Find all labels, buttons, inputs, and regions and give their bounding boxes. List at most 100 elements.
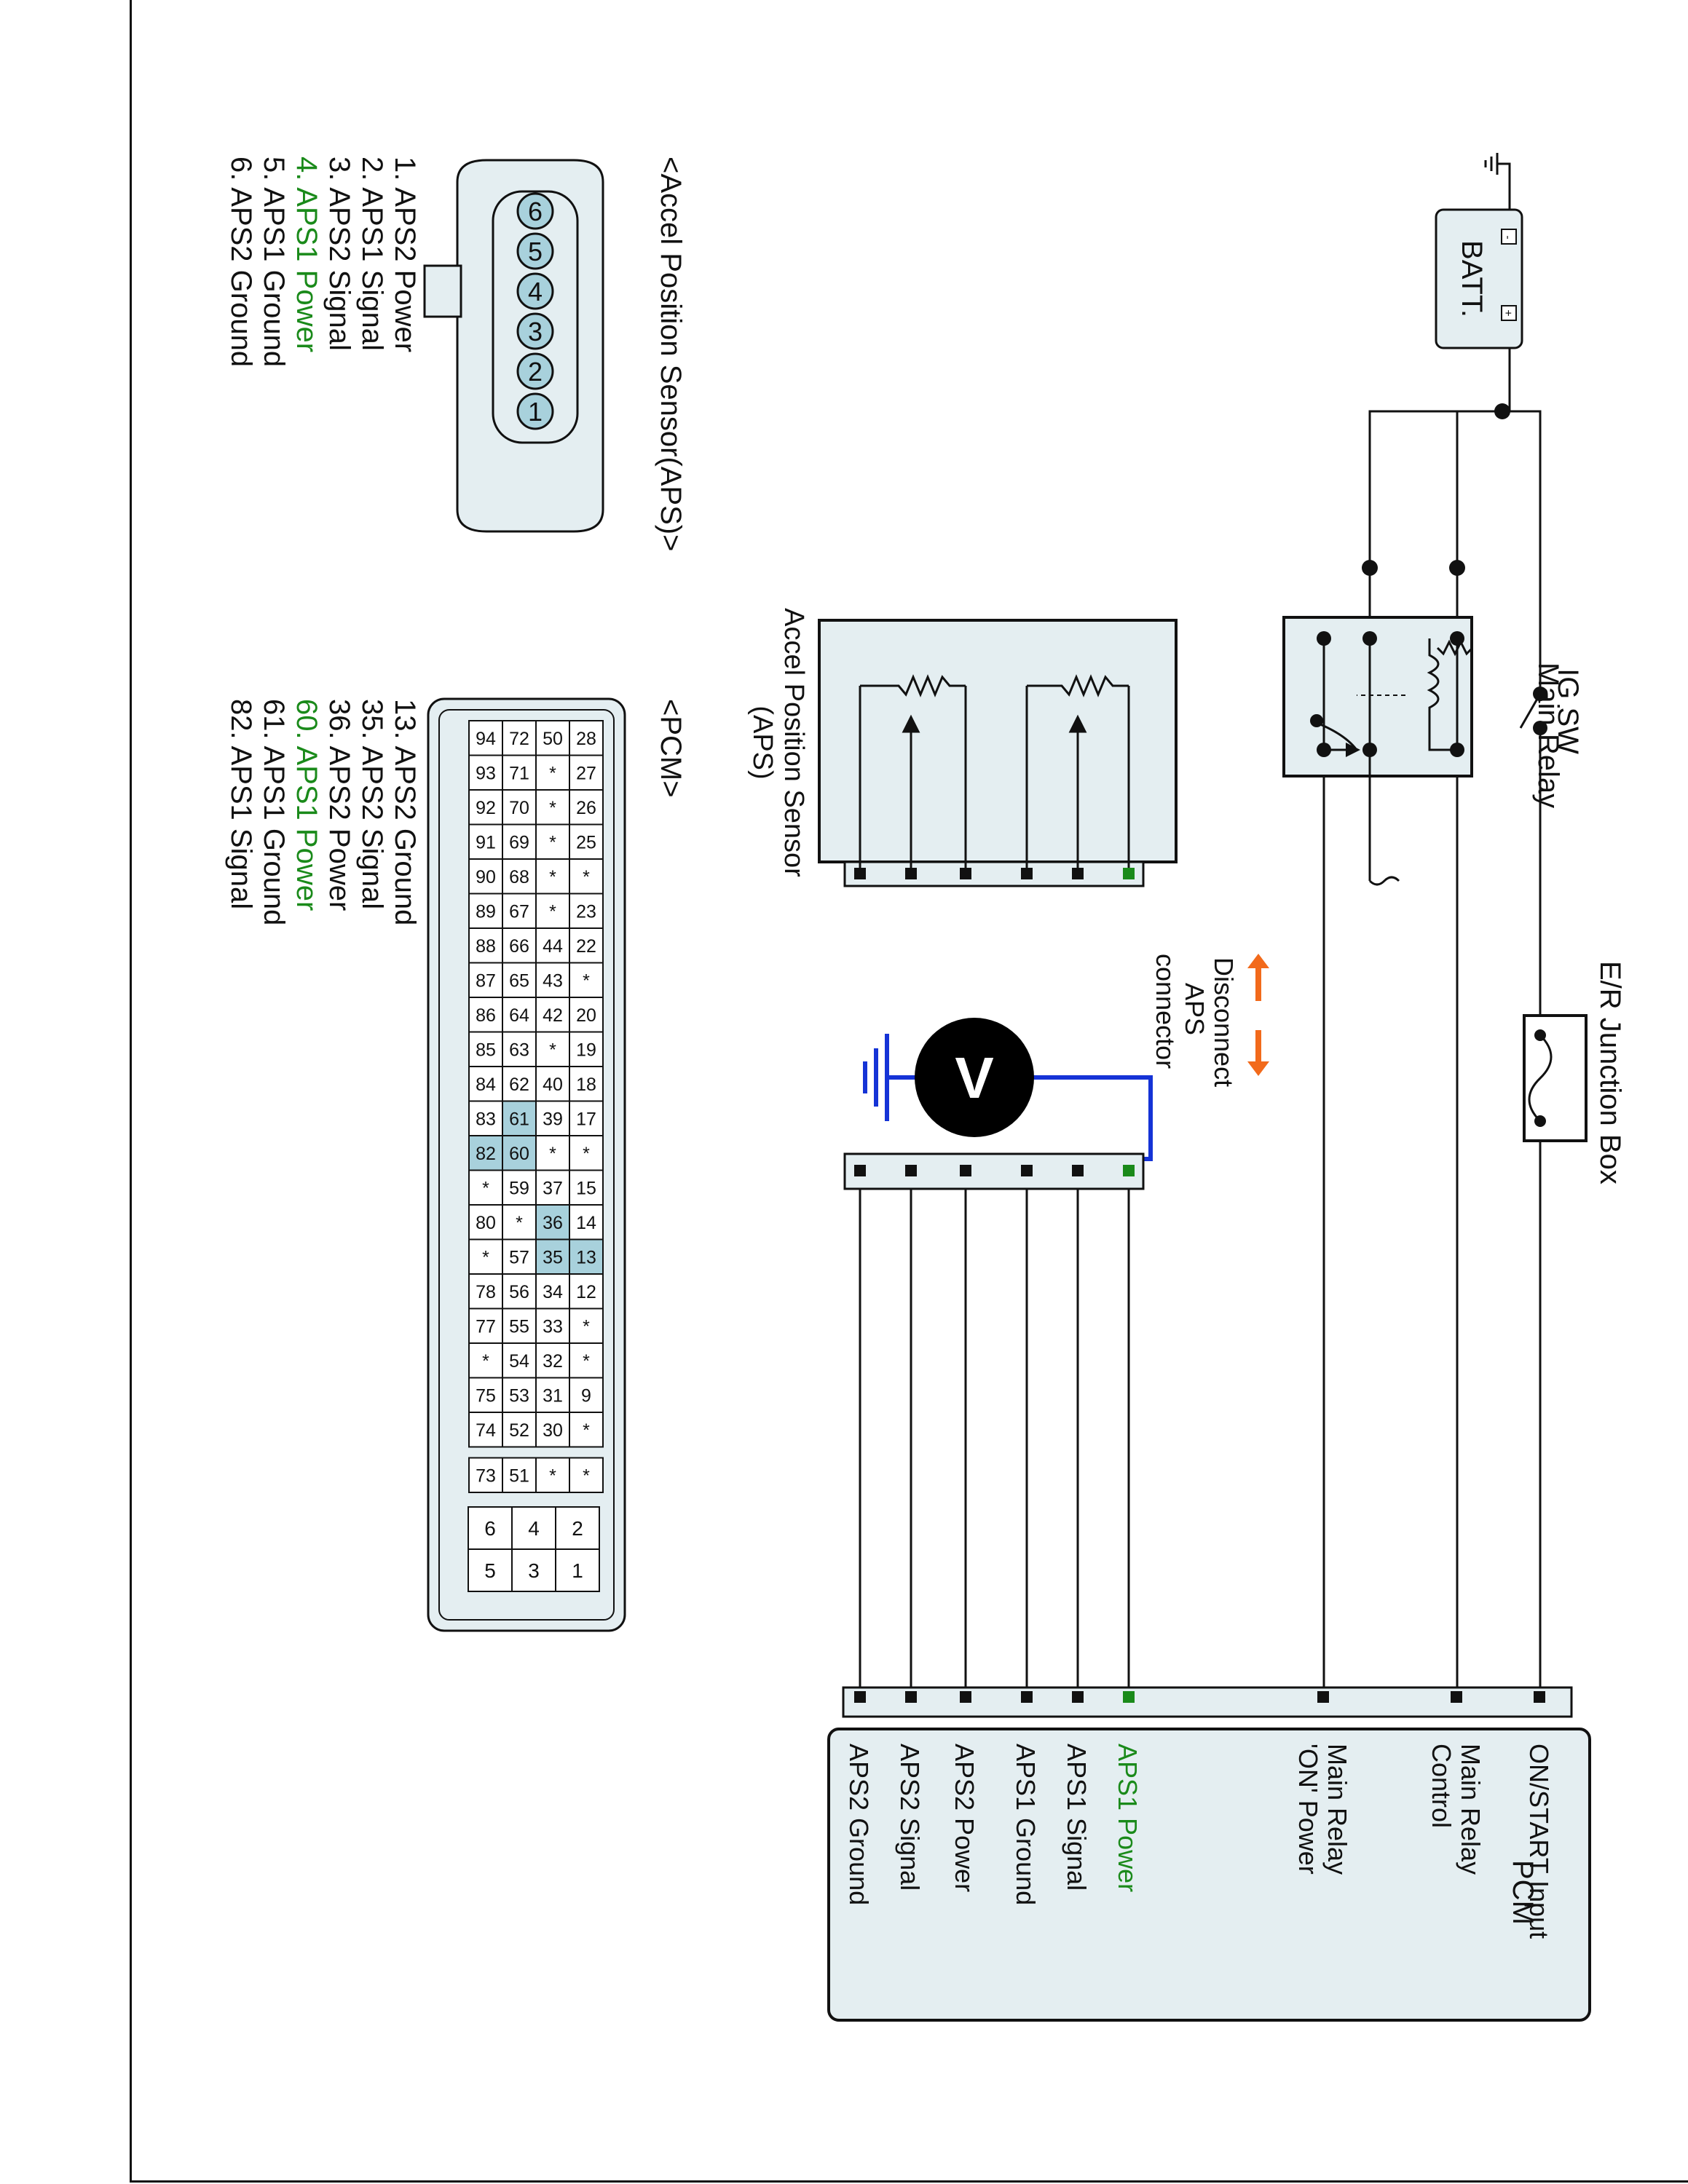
pcm-pin-number: * <box>583 1144 590 1164</box>
pcm-pin-number: 69 <box>509 832 529 852</box>
pcm-pin-number: 22 <box>576 936 596 957</box>
pcm-pin-grid: 94939291908988878685848382*80*7877*75747… <box>468 720 604 1592</box>
pcm-pin-number: 84 <box>476 1075 496 1095</box>
pcm-pin-number: 19 <box>576 1040 596 1060</box>
junction-dots <box>1362 403 1510 576</box>
pcm-pin-number: * <box>549 1040 556 1060</box>
pcm-pin-number: 61 <box>509 1109 529 1129</box>
pcm-terminal-label: APS1 Ground <box>1011 1744 1041 1905</box>
pcm-pin-number: * <box>482 1178 489 1198</box>
aps-connector-pin-number: 3 <box>528 317 543 347</box>
aps-legend-item: 5. APS1 Ground <box>258 157 290 367</box>
relay-coil-feed-wire <box>1456 410 1502 568</box>
aps-harness-connector <box>843 1152 1145 1190</box>
pcm-legend-item: 13. APS2 Ground <box>389 699 421 925</box>
voltmeter-label: V <box>955 1045 993 1110</box>
pcm-pin-number: * <box>583 1465 590 1486</box>
pcm-pin-number: 53 <box>509 1385 529 1406</box>
arrow-left-icon <box>1247 954 1269 968</box>
pcm-pin-number: 27 <box>576 763 596 783</box>
pcm-pin-number: 64 <box>509 1005 529 1026</box>
pcm-pin-number: 13 <box>576 1247 596 1267</box>
pcm-pin-number: 44 <box>543 936 563 957</box>
disconnect-note-line2: APS <box>1180 983 1210 1035</box>
pcm-pin-number: 50 <box>543 729 563 749</box>
pcm-pin-number: 35 <box>543 1247 563 1267</box>
main-relay-label: Main Relay <box>1532 662 1564 808</box>
disconnect-arrows: Disconnect APS connector <box>1151 954 1269 1087</box>
aps-connector-pin <box>516 272 554 310</box>
pcm-terminal-label: APS2 Power <box>950 1744 979 1892</box>
main-relay: Main Relay <box>1282 616 1564 808</box>
pcm-pin-number: 62 <box>509 1075 529 1095</box>
pcm-pin-number: 36 <box>543 1213 563 1233</box>
aps-connector-pin-number: 2 <box>528 357 543 387</box>
pcm-terminal-label: APS2 Signal <box>895 1744 925 1891</box>
pcm-pin-number: * <box>549 763 556 783</box>
pcm-terminal-label: ON/START Input <box>1524 1744 1554 1939</box>
aps-sensor-box: Accel Position Sensor (APS) <box>747 608 1178 887</box>
aps-connector-pin-number: 4 <box>528 277 543 306</box>
aps-pin-5 <box>905 868 917 879</box>
pcm-terminal-label: APS2 Ground <box>844 1744 874 1905</box>
aps-pin-3 <box>1021 868 1033 879</box>
voltmeter: V <box>863 1018 1153 1161</box>
battery-negative-terminal <box>1501 229 1517 245</box>
aps-box-label-line2: (APS) <box>747 705 778 779</box>
pcm-pin-number: 91 <box>476 832 496 852</box>
aps-legend-item: 2. APS1 Signal <box>356 157 388 351</box>
ground-symbol-icon <box>1484 153 1510 175</box>
pcm-pin-number: 80 <box>476 1213 496 1233</box>
pcm-legend-item: 82. APS1 Signal <box>225 699 257 909</box>
pcm-terminal-label: Control <box>1427 1744 1456 1828</box>
pcm-pin-number: 17 <box>576 1109 596 1129</box>
pcm-pin-number: 25 <box>576 832 596 852</box>
relay-resistor-icon <box>1436 639 1474 657</box>
pcm-pin-number: 51 <box>509 1465 529 1486</box>
pcm-terminal-label: 'ON' Power <box>1293 1744 1323 1875</box>
voltmeter-icon <box>915 1018 1034 1137</box>
pcm-pin-number: 54 <box>509 1351 529 1372</box>
pcm-pin-number: * <box>549 1465 556 1486</box>
pcm-block-pin-number: 6 <box>484 1517 496 1540</box>
pcm-block-pin-number: 2 <box>572 1517 583 1540</box>
aps-pin-6 <box>854 868 866 879</box>
pcm-legend-item: 60. APS1 Power <box>291 699 323 911</box>
aps-legend-item: 3. APS2 Signal <box>323 157 355 351</box>
pcm-pin-number: 42 <box>543 1005 563 1026</box>
ig-switch-label: IG SW <box>1552 668 1584 754</box>
potentiometer-1-icon <box>1025 674 1130 868</box>
pcm-pin-number: 68 <box>509 867 529 887</box>
aps-legend-item: 4. APS1 Power <box>291 157 323 352</box>
pcm-block-pin-number: 5 <box>484 1559 496 1582</box>
pcm-pin-number: 37 <box>543 1178 563 1198</box>
pcm-pin-number: 93 <box>476 763 496 783</box>
pcm-connector-face: <PCM> 94939291908988878685848382*80*7877… <box>225 697 687 1632</box>
pcm-pin-number: 34 <box>543 1282 563 1302</box>
pcm-pin-number: 83 <box>476 1109 496 1129</box>
pcm-pin-number: 9 <box>581 1385 591 1406</box>
pcm-pin-number: * <box>583 1351 590 1372</box>
pcm-pin-number: * <box>549 1144 556 1164</box>
pcm-legend-item: 36. APS2 Power <box>323 699 355 911</box>
pcm-pin-number: 65 <box>509 970 529 991</box>
pcm-connector-title: <PCM> <box>655 699 687 798</box>
aps-connector-pin <box>516 312 554 350</box>
pcm-pin-number: 32 <box>543 1351 563 1372</box>
wires <box>859 162 1542 1698</box>
pcm-pin-number: 40 <box>543 1075 563 1095</box>
pcm-pin-number: 73 <box>476 1465 496 1486</box>
pcm-pin-number: 88 <box>476 936 496 957</box>
aps-connector-title: <Accel Position Sensor(APS)> <box>655 157 687 551</box>
aps-connector-pin <box>516 192 554 230</box>
pcm-pin-number: 23 <box>576 901 596 922</box>
junction-box: E/R Junction Box <box>1523 961 1626 1184</box>
pcm-block-pin-number: 1 <box>572 1559 583 1582</box>
pcm-block-pin-number: 4 <box>528 1517 540 1540</box>
fuse-icon <box>1528 1034 1553 1123</box>
